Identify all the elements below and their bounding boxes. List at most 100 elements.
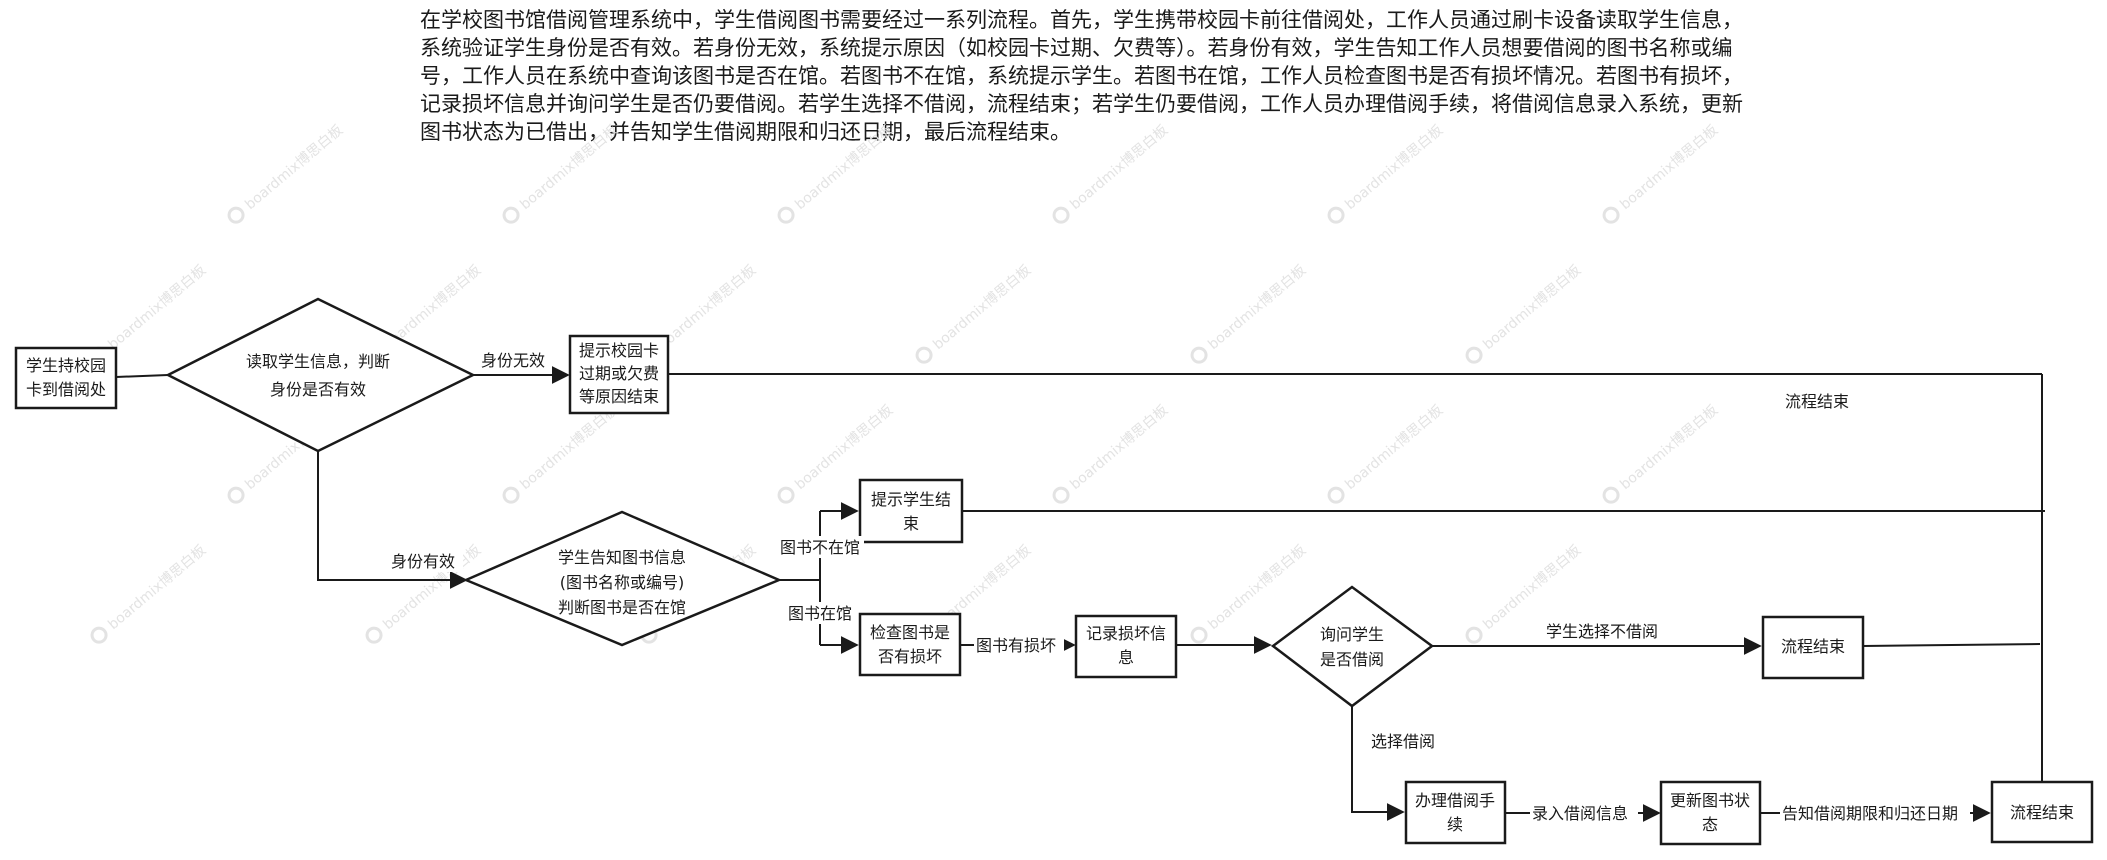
- node-label-line: 记录损坏信: [1086, 624, 1166, 643]
- node-invalid-end-box: [568, 334, 670, 415]
- watermark-logo-icon: [1327, 206, 1345, 224]
- node-update-status-label: 更新图书状态: [1670, 791, 1750, 834]
- node-update-status-box: [1659, 780, 1762, 846]
- node-invalid-end-label: 提示校园卡过期或欠费等原因结束: [579, 341, 659, 406]
- watermark-logo-icon: [227, 486, 245, 504]
- node-start-box: [14, 346, 118, 410]
- watermark-text: boardmix博思白板: [1067, 401, 1172, 493]
- watermark-text: boardmix博思白板: [1205, 541, 1310, 633]
- watermark-logo-icon: [1052, 206, 1070, 224]
- watermark-text: boardmix博思白板: [1480, 261, 1585, 353]
- node-label-line: 办理借阅手: [1415, 791, 1495, 810]
- watermark-text: boardmix博思白板: [1342, 401, 1447, 493]
- node-label-line: 流程结束: [1781, 637, 1845, 656]
- node-handle-borrow-box: [1404, 780, 1507, 845]
- watermark-tile: boardmix博思白板: [1190, 261, 1310, 364]
- watermark-tile: boardmix博思白板: [227, 121, 347, 224]
- edge-identity-valid: [317, 451, 468, 589]
- node-label-line: 判断图书是否在馆: [558, 598, 686, 617]
- node-check-identity-diamond: [165, 297, 476, 453]
- watermark-logo-icon: [227, 206, 245, 224]
- edge-end-to-right: [1862, 643, 2041, 647]
- watermark-logo-icon: [1190, 346, 1208, 364]
- watermark-text: boardmix博思白板: [1205, 261, 1310, 353]
- edge-label-borrow: 选择借阅: [1371, 732, 1435, 751]
- node-label-line: (图书名称或编号): [560, 573, 685, 592]
- node-label-line: 过期或欠费: [579, 364, 659, 383]
- node-check-damage-box: [858, 612, 962, 677]
- watermark-tile: boardmix博思白板: [1052, 401, 1172, 504]
- node-ask-borrow-label: 询问学生是否借阅: [1320, 625, 1384, 669]
- watermark-logo-icon: [1602, 206, 1620, 224]
- edge-label-book-damaged: 图书有损坏: [976, 636, 1056, 655]
- nodes: [14, 297, 2094, 846]
- node-label-line: 检查图书是: [870, 623, 950, 642]
- watermark-text: boardmix博思白板: [1617, 121, 1722, 213]
- node-label-line: 询问学生: [1320, 625, 1384, 644]
- node-label-line: 续: [1447, 815, 1463, 834]
- node-end-no-borrow-box: [1761, 615, 1865, 680]
- watermark-logo-icon: [1465, 346, 1483, 364]
- node-check-book-label: 学生告知图书信息 (图书名称或编号) 判断图书是否在馆: [558, 548, 686, 617]
- watermark-tile: boardmix博思白板: [777, 121, 897, 224]
- node-handle-borrow-label: 办理借阅手续: [1415, 791, 1495, 834]
- watermark-logo-icon: [1602, 486, 1620, 504]
- edge-label-not-borrow: 学生选择不借阅: [1546, 622, 1658, 641]
- node-label-line: 提示学生结: [871, 490, 951, 509]
- edge-borrow: [1351, 706, 1405, 821]
- node-label-line: 身份是否有效: [270, 380, 366, 399]
- node-label-line: 束: [903, 514, 919, 533]
- node-labels: 学生持校园卡到借阅处 读取学生信息，判断身份是否有效 提示校园卡过期或欠费等原因…: [26, 341, 2074, 834]
- node-start-label: 学生持校园卡到借阅处: [26, 356, 106, 399]
- watermark-tile: boardmix博思白板: [502, 121, 622, 224]
- watermark-tile: boardmix博思白板: [1190, 541, 1310, 644]
- watermark-logo-icon: [777, 486, 795, 504]
- connectors: [115, 366, 2045, 822]
- edge-label-book-present: 图书在馆: [788, 604, 852, 623]
- node-end-no-borrow-label: 流程结束: [1781, 637, 1845, 656]
- watermark-logo-icon: [90, 626, 108, 644]
- watermark-logo-icon: [1327, 486, 1345, 504]
- node-label-line: 等原因结束: [579, 387, 659, 406]
- watermark-logo-icon: [1190, 626, 1208, 644]
- watermark-text: boardmix博思白板: [1067, 121, 1172, 213]
- watermark-text: boardmix博思白板: [1480, 541, 1585, 633]
- node-label-line: 态: [1702, 815, 1718, 834]
- node-notify-student-label: 提示学生结束: [871, 490, 951, 533]
- edge-labels: 身份无效 身份有效 图书不在馆 图书在馆 图书有损坏 学生选择不借阅 选择借阅 …: [389, 348, 1970, 824]
- node-label-line: 学生告知图书信息: [558, 548, 686, 567]
- watermark-text: boardmix博思白板: [105, 541, 210, 633]
- node-label-line: 是否借阅: [1320, 650, 1384, 669]
- node-label-line: 流程结束: [2010, 803, 2074, 822]
- edge-label-enter-info: 录入借阅信息: [1532, 804, 1628, 823]
- watermark-tile: boardmix博思白板: [1465, 261, 1585, 364]
- node-label-line: 读取学生信息，判断: [246, 352, 390, 371]
- watermark-text: boardmix博思白板: [242, 121, 347, 213]
- watermark-tile: boardmix博思白板: [1602, 121, 1722, 224]
- watermark-tile: boardmix博思白板: [915, 261, 1034, 364]
- watermark-logo-icon: [502, 486, 520, 504]
- node-label-line: 息: [1118, 648, 1134, 667]
- watermark-text: boardmix博思白板: [1342, 121, 1447, 213]
- watermark-tile: boardmix博思白板: [1327, 401, 1447, 504]
- edge-label-identity-invalid: 身份无效: [481, 351, 545, 370]
- watermark-text: boardmix博思白板: [517, 401, 622, 493]
- node-label-line: 否有损坏: [878, 647, 942, 666]
- watermark-logo-icon: [502, 206, 520, 224]
- watermark-text: boardmix博思白板: [517, 121, 622, 213]
- node-check-identity-label: 读取学生信息，判断身份是否有效: [246, 352, 390, 399]
- watermark-text: boardmix博思白板: [792, 121, 897, 213]
- node-label-line: 更新图书状: [1670, 791, 1750, 810]
- watermark-tile: boardmix博思白板: [90, 541, 210, 644]
- node-record-damage-label: 记录损坏信息: [1086, 624, 1166, 667]
- watermark-tile: boardmix博思白板: [1052, 121, 1172, 224]
- edge-label-process-end: 流程结束: [1785, 392, 1849, 411]
- node-label-line: 学生持校园: [26, 356, 106, 375]
- node-check-damage-label: 检查图书是否有损坏: [870, 623, 950, 666]
- watermark-logo-icon: [777, 206, 795, 224]
- node-label-line: 卡到借阅处: [26, 380, 106, 399]
- watermark-text: boardmix博思白板: [1617, 401, 1722, 493]
- node-check-book-diamond: [462, 510, 783, 647]
- edge-start-to-identity: [115, 374, 169, 378]
- node-ask-borrow-diamond: [1270, 585, 1435, 708]
